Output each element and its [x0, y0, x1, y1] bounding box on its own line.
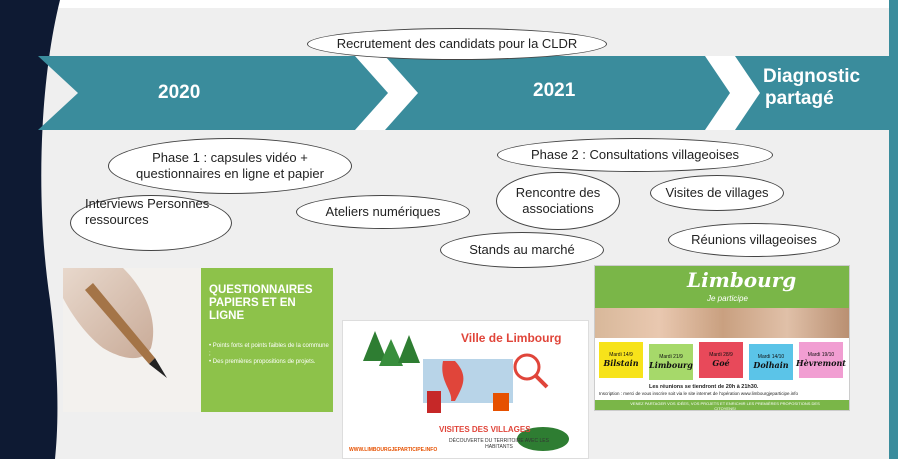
diagnostic-line1: Diagnostic	[763, 66, 861, 87]
visites-illustration	[363, 331, 569, 451]
visites-subtitle: VISITES DES VILLAGES	[439, 425, 531, 434]
village-date: Mardi 14/10	[757, 354, 785, 360]
visites-title: Ville de Limbourg	[461, 331, 562, 345]
phase1-line1: Phase 1 : capsules vidéo +	[152, 150, 308, 165]
reunions-tagline: Je participe	[707, 294, 748, 303]
dark-side-bar	[0, 0, 60, 459]
diagnostic-label: Diagnostic partagé	[763, 66, 860, 110]
bubble-phase2: Phase 2 : Consultations villageoises	[497, 138, 773, 172]
village-date: Mardi 14/9	[609, 352, 633, 358]
village-name: Dolhain	[753, 360, 789, 370]
bubble-rencontre: Rencontre des associations	[496, 172, 620, 230]
questionnaire-panel	[201, 268, 333, 412]
bubble-interviews: Interviews Personnes ressources	[70, 195, 232, 251]
chevron-right	[705, 56, 760, 130]
diagnostic-line2: partagé	[765, 88, 834, 109]
reunions-footer: VENEZ PARTAGER VOS IDÉES, VOS PROJETS ET…	[630, 401, 820, 411]
questionnaire-title-line1: QUESTIONNAIRES	[209, 284, 313, 296]
bubble-recruitment: Recrutement des candidats pour la CLDR	[307, 28, 607, 60]
bubble-stands: Stands au marché	[440, 232, 604, 268]
village-name: Bilstain	[603, 358, 639, 368]
reunions-header	[595, 266, 849, 308]
village-date: Mardi 21/9	[659, 354, 683, 360]
village-date: Mardi 19/10	[807, 352, 835, 358]
thumb-visites: Ville de Limbourg VISITES DES VILLAGES D…	[342, 320, 589, 459]
reunions-title: Limbourg	[687, 268, 797, 292]
bubble-phase1: Phase 1 : capsules vidéo + questionnaire…	[108, 138, 352, 194]
visites-url: WWW.LIMBOURGJEPARTICIPE.INFO	[349, 447, 438, 453]
bubble-ateliers: Ateliers numériques	[296, 195, 470, 229]
rencontre-line1: Rencontre des	[515, 185, 601, 200]
year-2021: 2021	[533, 80, 576, 101]
interviews-line1: Interviews Personnes	[85, 196, 210, 211]
phase1-line2: questionnaires en ligne et papier	[136, 166, 324, 181]
questionnaire-bullet1: • Points forts et points faibles de la c…	[209, 343, 329, 357]
visites-footer: DÉCOUVERTE DU TERRITOIRE AVEC LES HABITA…	[449, 438, 549, 450]
reunions-footer-bar	[595, 400, 849, 410]
village-name: Goé	[712, 358, 730, 368]
village-name: Hèvremont	[796, 358, 846, 368]
right-accent-bar	[889, 0, 898, 459]
questionnaire-bullets: • Points forts et points faibles de la c…	[209, 342, 329, 366]
questionnaire-title-line2: PAPIERS ET EN LIGNE	[209, 297, 296, 322]
chevron-mid	[355, 56, 418, 130]
year-2020: 2020	[158, 82, 201, 103]
thumb-questionnaire: QUESTIONNAIRES PAPIERS ET EN LIGNE • Poi…	[63, 268, 333, 412]
reunions-photo-strip	[595, 308, 849, 338]
pencil-image	[63, 268, 201, 412]
rencontre-line2: associations	[522, 201, 594, 216]
village-date: Mardi 28/9	[709, 352, 733, 358]
reunions-inscription: Inscription : merci de vous inscrire soi…	[599, 391, 798, 396]
bubble-visites: Visites de villages	[650, 175, 784, 211]
bubble-reunions: Réunions villageoises	[668, 223, 840, 257]
interviews-line2: ressources	[85, 212, 149, 227]
village-name: Limbourg	[649, 360, 693, 370]
timeline-arrow	[38, 56, 890, 130]
reunions-note: Les réunions se tiendront de 20h à 21h30…	[649, 384, 759, 390]
questionnaire-bullet2: • Des premières propositions de projets.	[209, 359, 316, 365]
questionnaire-title: QUESTIONNAIRES PAPIERS ET EN LIGNE	[209, 284, 331, 323]
